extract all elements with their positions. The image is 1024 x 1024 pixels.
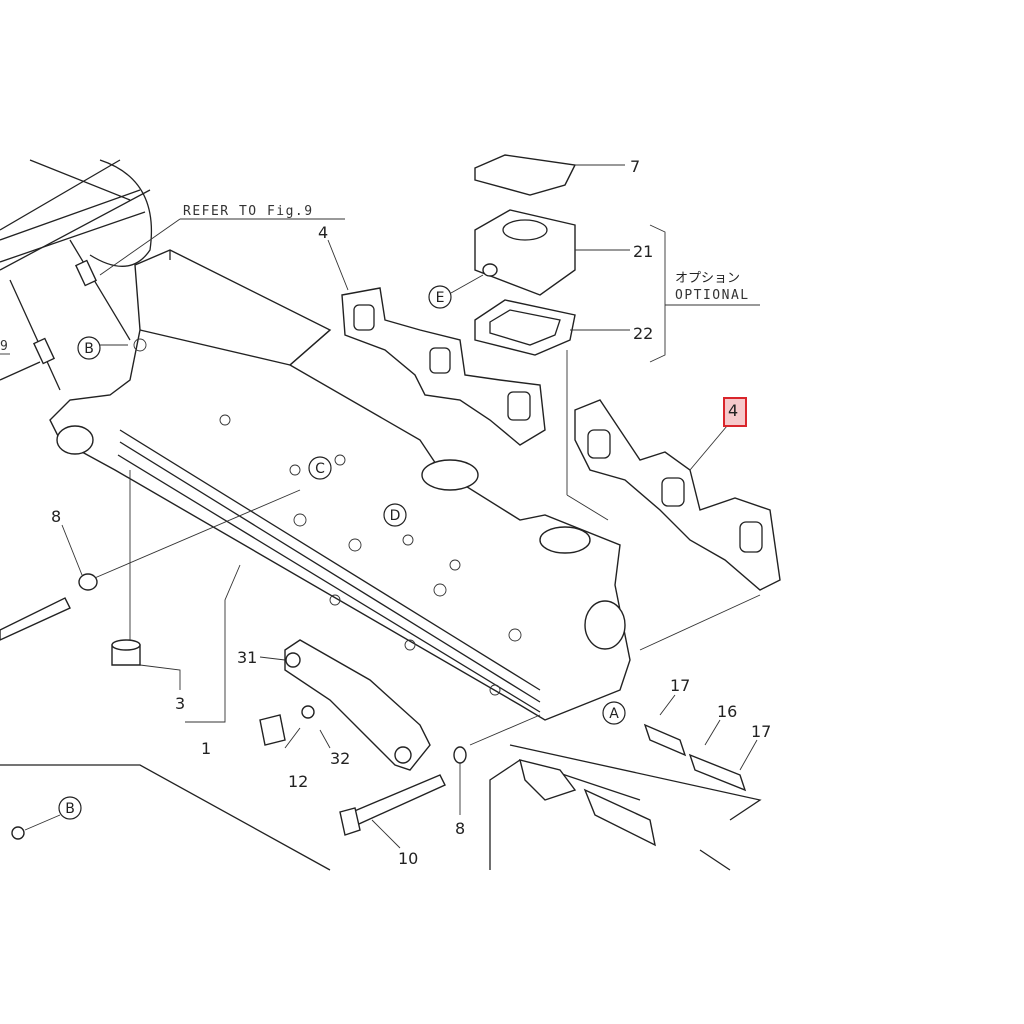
callout-32: 32 (330, 749, 350, 768)
callout-7: 7 (630, 157, 640, 176)
small-parts (0, 573, 762, 871)
svg-text:B: B (84, 341, 94, 357)
callout-8-left: 8 (51, 507, 61, 526)
callout-3: 3 (175, 694, 185, 713)
optional-label-jp: オプション (675, 271, 740, 286)
ref-B-bottom: B (58, 796, 82, 820)
callout-4-left: 4 (318, 223, 328, 242)
refer-note: REFER TO Fig.9 (183, 204, 314, 219)
callout-31: 31 (237, 648, 257, 667)
engine-block-partial (0, 159, 153, 391)
callout-22: 22 (633, 324, 653, 343)
ref-B-top: B (77, 336, 101, 360)
gasket-22 (474, 299, 576, 356)
ref-E: E (428, 285, 452, 309)
gasket-4-left (341, 287, 546, 446)
svg-text:D: D (390, 508, 401, 524)
refer-note-partial: 9 (0, 339, 9, 354)
svg-text:A: A (609, 706, 619, 722)
callout-10: 10 (398, 849, 418, 868)
callout-4-highlighted[interactable]: 4 (728, 401, 738, 420)
callout-8-right: 8 (455, 819, 465, 838)
svg-text:C: C (315, 461, 325, 477)
callout-17-right: 17 (751, 722, 771, 741)
ref-C: C (308, 456, 332, 480)
elbow-21 (474, 209, 576, 296)
exhaust-manifold (49, 249, 631, 721)
callout-21: 21 (633, 242, 653, 261)
callout-16: 16 (717, 702, 737, 721)
cover-plate-7 (474, 154, 577, 196)
svg-text:E: E (436, 290, 445, 306)
callout-12: 12 (288, 772, 308, 791)
callout-1: 1 (201, 739, 211, 758)
optional-label-en: OPTIONAL (675, 288, 750, 303)
ref-D: D (383, 503, 407, 527)
gasket-4-right (574, 399, 781, 591)
svg-text:B: B (65, 801, 75, 817)
ref-A: A (602, 701, 626, 725)
callout-17-left: 17 (670, 676, 690, 695)
highlight-box[interactable] (723, 397, 747, 427)
